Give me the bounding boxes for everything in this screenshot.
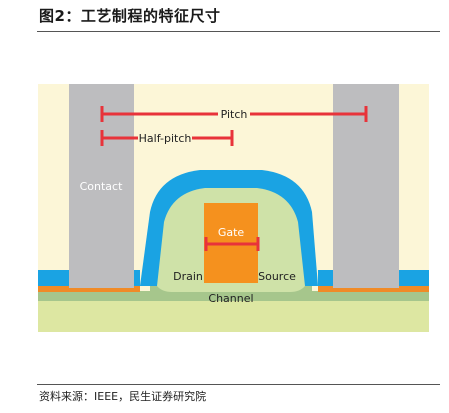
orange-strip-right <box>318 286 429 292</box>
source-divider <box>37 384 440 385</box>
figure-title: 图2：工艺制程的特征尺寸 <box>39 7 221 25</box>
figure-source: 资料来源：IEEE，民生证券研究院 <box>39 390 207 403</box>
half-pitch-dimension <box>100 130 234 146</box>
drain-label: Drain <box>173 270 203 283</box>
gate-width-dimension <box>204 237 260 251</box>
title-divider <box>37 31 440 32</box>
orange-strip-left <box>38 286 140 292</box>
gate-label: Gate <box>218 226 245 239</box>
contact-label: Contact <box>80 180 123 193</box>
substrate-layer <box>38 298 429 332</box>
channel-label: Channel <box>208 292 253 305</box>
source-label: Source <box>258 270 296 283</box>
pitch-label: Pitch <box>221 108 248 121</box>
channel-band <box>38 291 429 301</box>
pitch-dimension <box>100 106 368 122</box>
half-pitch-label: Half-pitch <box>139 132 192 145</box>
